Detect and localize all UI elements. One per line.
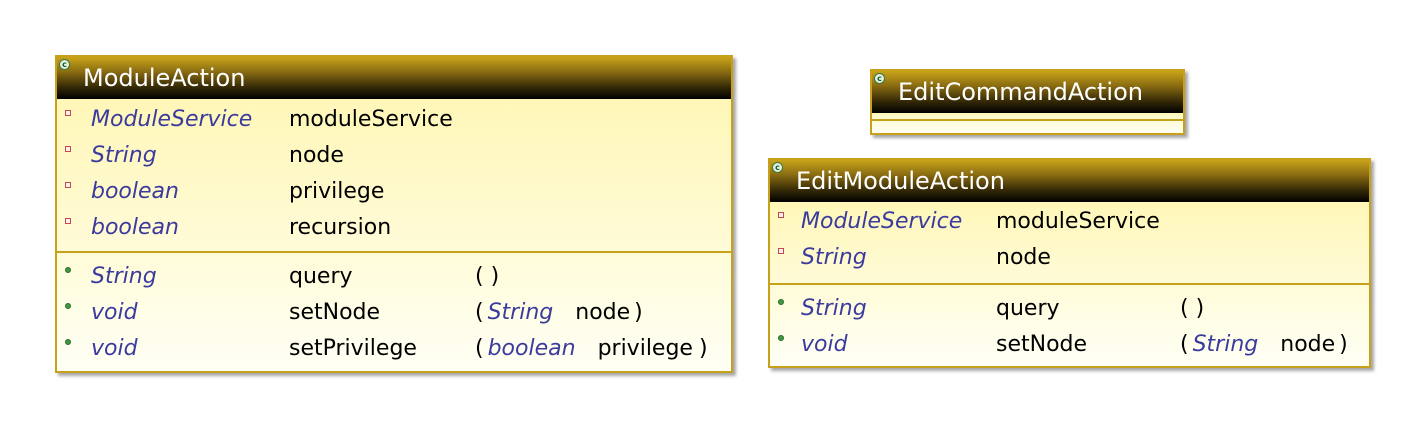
private-field-icon [65, 110, 71, 116]
class-icon: c [772, 162, 783, 173]
attributes-section [872, 113, 1183, 121]
param-type: String [1192, 332, 1259, 357]
method-name: setNode [289, 300, 381, 325]
class-edit-command-action[interactable]: c EditCommandAction [870, 69, 1185, 135]
public-method-icon [65, 267, 71, 273]
params-open: ( [1180, 296, 1189, 321]
return-type: void [91, 300, 138, 325]
method-params: ( ) [1180, 291, 1204, 327]
private-field-icon [65, 146, 71, 152]
attribute-name: node [289, 143, 344, 168]
attributes-section: ModuleService moduleService String node … [57, 99, 731, 253]
attribute-type: ModuleService [801, 209, 963, 234]
public-method-icon [778, 299, 784, 305]
class-header: c EditModuleAction [770, 160, 1369, 202]
param-type: boolean [487, 336, 576, 361]
params-open: ( [1180, 332, 1189, 357]
params-open: ( [475, 264, 484, 289]
params-close: ) [1339, 332, 1348, 357]
method-params: (boolean privilege) [475, 331, 708, 367]
private-field-icon [778, 212, 784, 218]
params-close: ) [698, 336, 708, 361]
public-method-icon [778, 335, 784, 341]
return-type: void [801, 332, 848, 357]
method-params: (String node) [475, 295, 643, 331]
attributes-section: ModuleService moduleService String node [770, 202, 1369, 285]
method-row: void setPrivilege (boolean privilege) [57, 331, 731, 367]
attribute-type: ModuleService [91, 107, 253, 132]
attribute-row: boolean recursion [57, 210, 731, 246]
private-field-icon [65, 218, 71, 224]
methods-section [872, 121, 1183, 133]
method-row: String query ( ) [57, 259, 731, 295]
attribute-name: moduleService [289, 107, 453, 132]
attribute-name: privilege [289, 179, 385, 204]
param-type: String [487, 300, 554, 325]
return-type: void [91, 336, 138, 361]
class-icon: c [59, 59, 70, 70]
param-name: node [1280, 332, 1336, 357]
method-params: (String node) [1180, 327, 1348, 363]
return-type: String [801, 296, 867, 321]
class-header: c ModuleAction [57, 57, 731, 99]
attribute-row: ModuleService moduleService [57, 102, 731, 138]
method-row: void setNode (String node) [770, 327, 1369, 363]
private-field-icon [65, 182, 71, 188]
class-icon: c [874, 73, 885, 84]
class-edit-module-action[interactable]: c EditModuleAction ModuleService moduleS… [768, 158, 1371, 368]
params-close: ) [634, 300, 643, 325]
method-params: ( ) [475, 259, 499, 295]
class-name: ModuleAction [83, 64, 246, 92]
attribute-row: boolean privilege [57, 174, 731, 210]
class-name: EditModuleAction [796, 167, 1005, 195]
method-row: void setNode (String node) [57, 295, 731, 331]
class-name: EditCommandAction [898, 78, 1143, 106]
public-method-icon [65, 303, 71, 309]
attribute-row: String node [57, 138, 731, 174]
params-open: ( [475, 336, 484, 361]
method-row: String query ( ) [770, 291, 1369, 327]
class-header: c EditCommandAction [872, 71, 1183, 113]
public-method-icon [65, 339, 71, 345]
method-name: query [289, 264, 353, 289]
param-name: privilege [597, 336, 693, 361]
attribute-row: ModuleService moduleService [770, 204, 1369, 240]
class-module-action[interactable]: c ModuleAction ModuleService moduleServi… [55, 55, 733, 373]
attribute-type: String [91, 143, 157, 168]
attribute-type: boolean [91, 215, 179, 240]
params-close: ) [1195, 296, 1205, 321]
private-field-icon [778, 248, 784, 254]
attribute-type: String [801, 245, 867, 270]
method-name: setPrivilege [289, 336, 417, 361]
params-close: ) [490, 264, 500, 289]
method-name: query [996, 296, 1060, 321]
attribute-name: node [996, 245, 1051, 270]
params-open: ( [475, 300, 484, 325]
attribute-name: recursion [289, 215, 392, 240]
attribute-row: String node [770, 240, 1369, 276]
attribute-type: boolean [91, 179, 179, 204]
method-name: setNode [996, 332, 1088, 357]
param-name: node [575, 300, 631, 325]
return-type: String [91, 264, 157, 289]
attribute-name: moduleService [996, 209, 1160, 234]
